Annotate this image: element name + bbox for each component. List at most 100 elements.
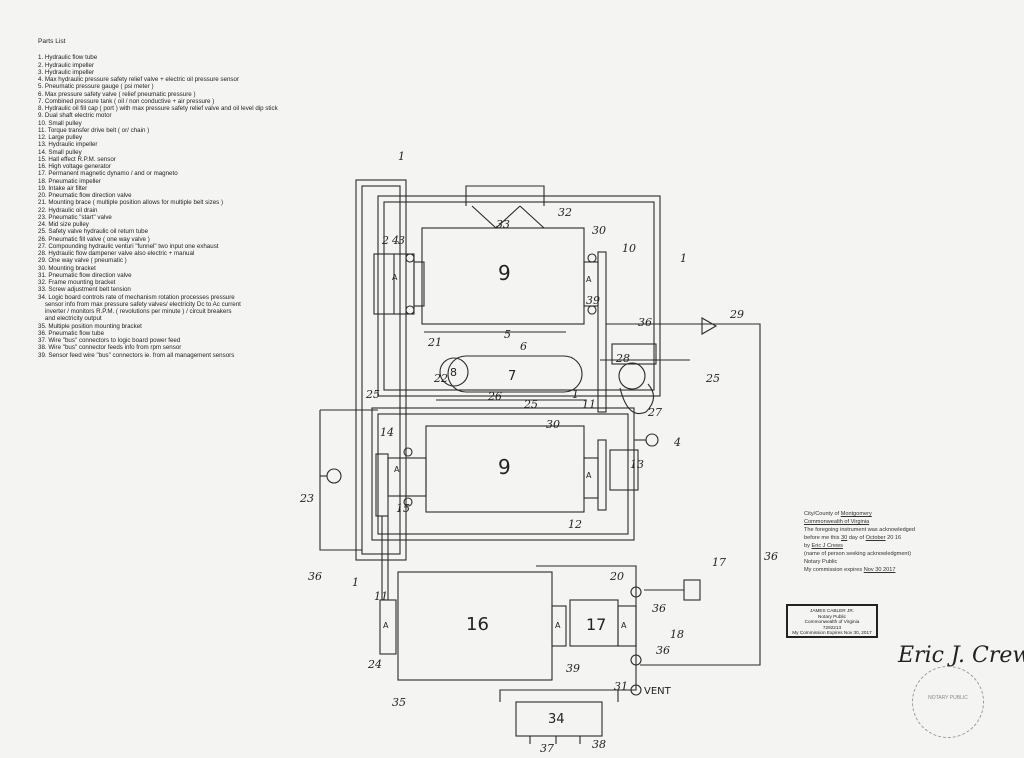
callout-44: 39 [566,662,580,675]
flow-tube-left [355,179,407,561]
commission-value: Nov 30 2017 [863,567,896,573]
parts-list-item: 14. Small pulley [38,148,82,156]
pulley-a-6: A [555,621,561,630]
callout-17: 17 [712,556,726,569]
parts-list-item: 9. Dual shaft electric motor [38,112,112,120]
seal-text: NOTARY PUBLIC [928,695,968,701]
notary-block: City/County of Montgomery Commonwealth o… [804,510,984,574]
stamp-state: Commonwealth of Virginia [804,619,860,625]
callout-5: 3 [398,234,405,247]
dynamo-label: 17 [586,615,606,634]
commission-label: My commission expires [804,567,863,573]
parts-list-item: 19. Intake air filter [38,184,88,192]
ack-line-1: The foregoing instrument was acknowledge… [804,527,916,533]
callout-29: 28 [615,352,630,365]
callout-32: 30 [546,418,560,431]
motor-bottom-label: 9 [498,455,511,479]
callout-26: 25 [705,372,720,385]
callout-24: 25 [365,388,380,401]
callout-27: 26 [487,390,502,403]
parts-list-item: 26. Pneumatic fill valve ( one way valve… [38,235,150,243]
by-prefix: by [804,543,810,549]
pulley-a-7: A [621,621,627,630]
county-line: City/County of [804,511,840,517]
pressure-tank [447,355,583,393]
callout-39: 36 [764,550,778,563]
parts-list-item: 5. Pneumatic pressure gauge ( psi meter … [38,83,154,91]
callout-1: 1 [680,252,687,265]
parts-list-item: 32. Frame mounting bracket [38,279,116,286]
callout-22: 23 [299,492,314,505]
parts-list-item: 30. Mounting bracket [38,264,96,272]
callout-2: 1 [572,388,579,401]
ack-month: October [865,535,886,541]
parts-list-item: 18. Pneumatic impeller [38,177,101,185]
notary-stamp: JAMES CABLER JR. Notary Public Commonwea… [786,604,878,638]
parts-list-item: 11. Torque transfer drive belt ( or/ cha… [38,126,150,134]
generator-label: 16 [466,614,489,635]
stamp-title: Notary Public [818,613,846,619]
parts-list-item: 15. Hall effect R.P.M. sensor [38,155,116,163]
parts-list-item: sensor info from max pressure safety val… [38,300,241,308]
pulley-a-3: A [394,465,400,474]
callout-0: 1 [398,150,405,163]
notary-seal: NOTARY PUBLIC [912,666,984,738]
callout-40: 36 [652,602,666,615]
stamp-reg: 7292213 [822,624,842,630]
parts-list-item: 20. Pneumatic flow direction valve [38,192,132,199]
parts-list-item: 21. Mounting brace ( multiple position a… [38,199,224,207]
fill-cap-label: 8 [450,366,457,379]
callout-25: 25 [523,398,538,411]
callout-36: 35 [392,696,406,709]
parts-list-item: 29. One way valve ( pneumatic ) [38,257,127,265]
pulley-a-2: A [586,275,592,284]
callout-30: 29 [729,308,744,321]
upper-frame [377,195,661,397]
callout-18: 18 [670,628,684,641]
callout-9: 6 [520,340,527,353]
callout-43: 38 [592,738,606,751]
callout-20: 21 [427,336,442,349]
callout-19: 20 [609,570,624,583]
callout-12: 11 [374,590,388,603]
vent-label: VENT [644,686,672,697]
callout-42: 37 [540,742,554,755]
callout-15: 14 [380,426,394,439]
callout-10: 10 [622,242,636,255]
parts-list-item: inverter / monitors R.P.M. ( revolutions… [38,308,232,315]
callout-3: 1 [352,576,359,589]
stamp-expires: My Commission Expires Nov 30, 2017 [792,630,872,636]
callout-16: 15 [396,502,410,515]
ack-day: 30 [841,535,848,541]
callout-11: 11 [582,398,596,411]
parts-list-item: 24. Mid size pulley [38,221,89,228]
callout-34: 32 [558,206,572,219]
ack-line-2-mid: day of [848,535,865,541]
callout-35: 33 [496,218,510,231]
callout-13: 12 [568,518,582,531]
callout-4: 2 [381,234,389,247]
parts-list-item: 31. Pneumatic flow direction valve [38,271,132,279]
parts-list-title: Parts List [38,38,66,45]
name-note: (name of person seeking acknowledgment) [804,551,911,557]
signature: Eric J. Crews [897,643,1024,668]
county-value: Montgomery [840,511,872,517]
callout-31: 30 [592,224,606,237]
parts-list-item: 25. Safety valve hydraulic oil return tu… [38,228,149,236]
callout-14: 13 [630,458,644,471]
callout-28: 27 [647,406,662,419]
callout-33: 31 [614,680,628,693]
parts-list-item: 3. Hydraulic impeller [38,68,95,76]
fill-cap [439,357,469,387]
parts-list-item: 34. Logic board controls rate of mechani… [38,293,235,301]
parts-list-item: 36. Pneumatic flow tube [38,329,105,337]
parts-list-item: 37. Wire "bus" connectors to logic board… [38,337,181,344]
notary-public: Notary Public [804,559,838,565]
parts-list-item: 23. Pneumatic "start" valve [38,213,112,221]
parts-list-item: 17. Permanent magnetic dynamo / and or m… [38,170,178,178]
callout-38: 36 [308,570,322,583]
parts-list-item: 12. Large pulley [38,134,83,141]
logic-board [515,701,603,737]
